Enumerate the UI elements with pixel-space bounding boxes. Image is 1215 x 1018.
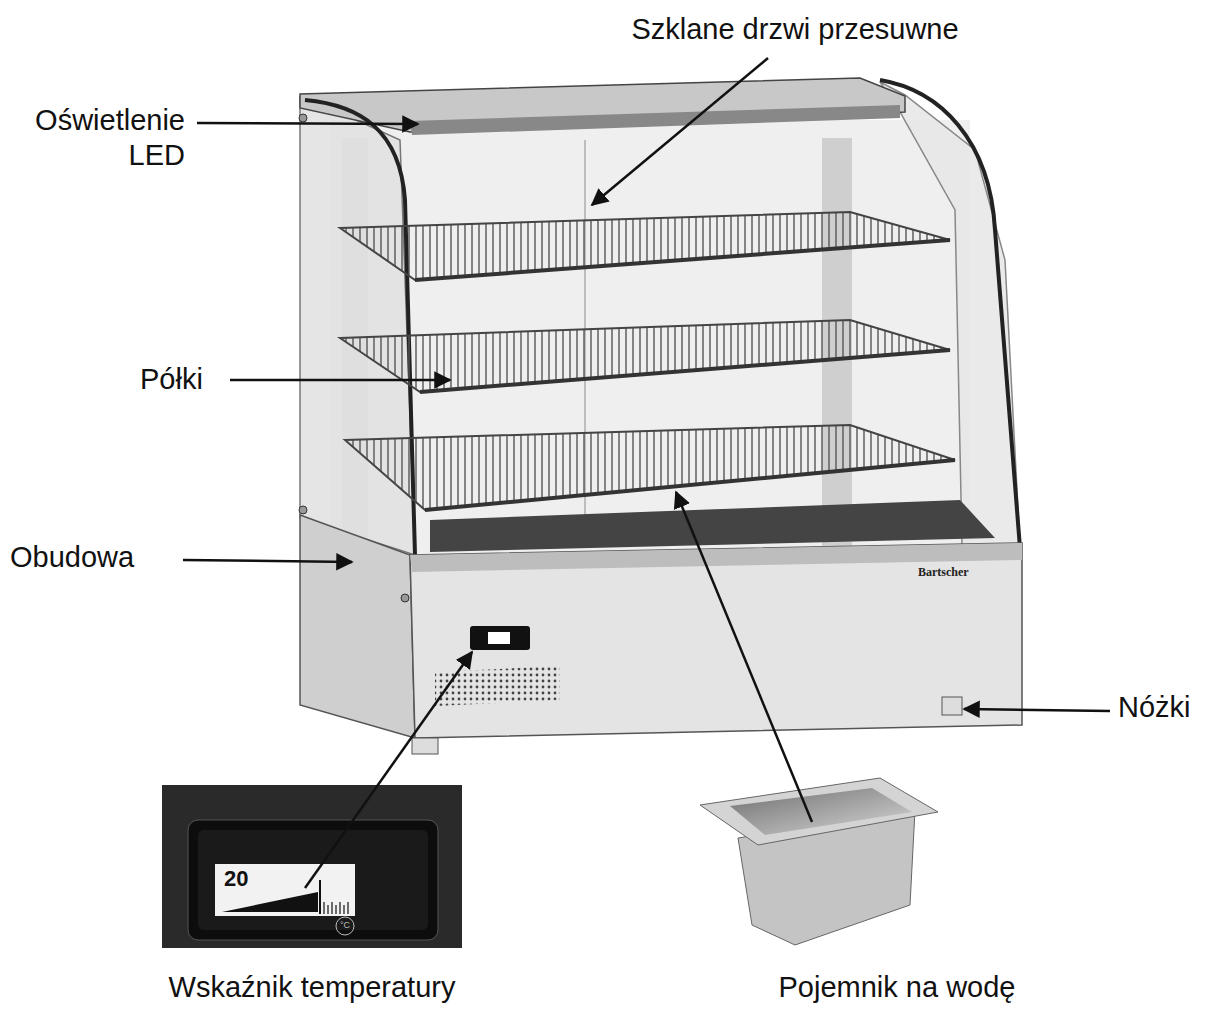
vent-grille — [435, 666, 560, 706]
inset-photo — [162, 785, 462, 948]
screw — [299, 114, 307, 122]
foot — [942, 697, 962, 715]
shelf-rail — [420, 350, 950, 392]
inset-caption: Pojemnik na wodę — [779, 970, 1016, 1005]
part-label: Oświetlenie LED — [5, 103, 185, 174]
shelf-rail — [415, 240, 950, 280]
shelf-rail — [425, 460, 955, 510]
led-bar — [410, 105, 900, 135]
scale-ticks — [324, 902, 348, 914]
pan-opening — [730, 788, 912, 835]
housing-front — [410, 543, 1022, 738]
brand-logo: Bartscher — [918, 565, 969, 580]
water-tray-opening — [430, 500, 995, 552]
indicator-face — [488, 632, 510, 644]
unit-circle — [336, 917, 354, 935]
part-label: Półki — [140, 362, 203, 397]
indicator-bezel — [198, 830, 428, 930]
indicator-window — [470, 626, 530, 650]
side-glass — [880, 82, 1020, 548]
part-label: Szklane drzwi przesuwne — [631, 12, 958, 47]
pan-flange — [700, 778, 938, 845]
glass-edge — [880, 80, 1020, 548]
foot — [412, 738, 438, 754]
scale-needle — [319, 880, 321, 914]
indicator-frame — [188, 820, 438, 940]
screw — [299, 506, 307, 514]
interior — [330, 120, 970, 560]
screw — [401, 594, 409, 602]
indicator-scale — [215, 864, 355, 916]
part-label: Nóżki — [1118, 690, 1191, 725]
scale-wedge — [222, 892, 318, 912]
shelf — [340, 212, 950, 280]
shelf — [345, 425, 955, 510]
housing-side — [300, 515, 415, 738]
part-label: Obudowa — [10, 540, 134, 575]
display-reading: 20 — [224, 866, 248, 893]
leader-lines — [183, 58, 1110, 888]
unit-symbol: °C — [340, 920, 350, 931]
inset-caption: Wskaźnik temperatury — [169, 970, 456, 1005]
